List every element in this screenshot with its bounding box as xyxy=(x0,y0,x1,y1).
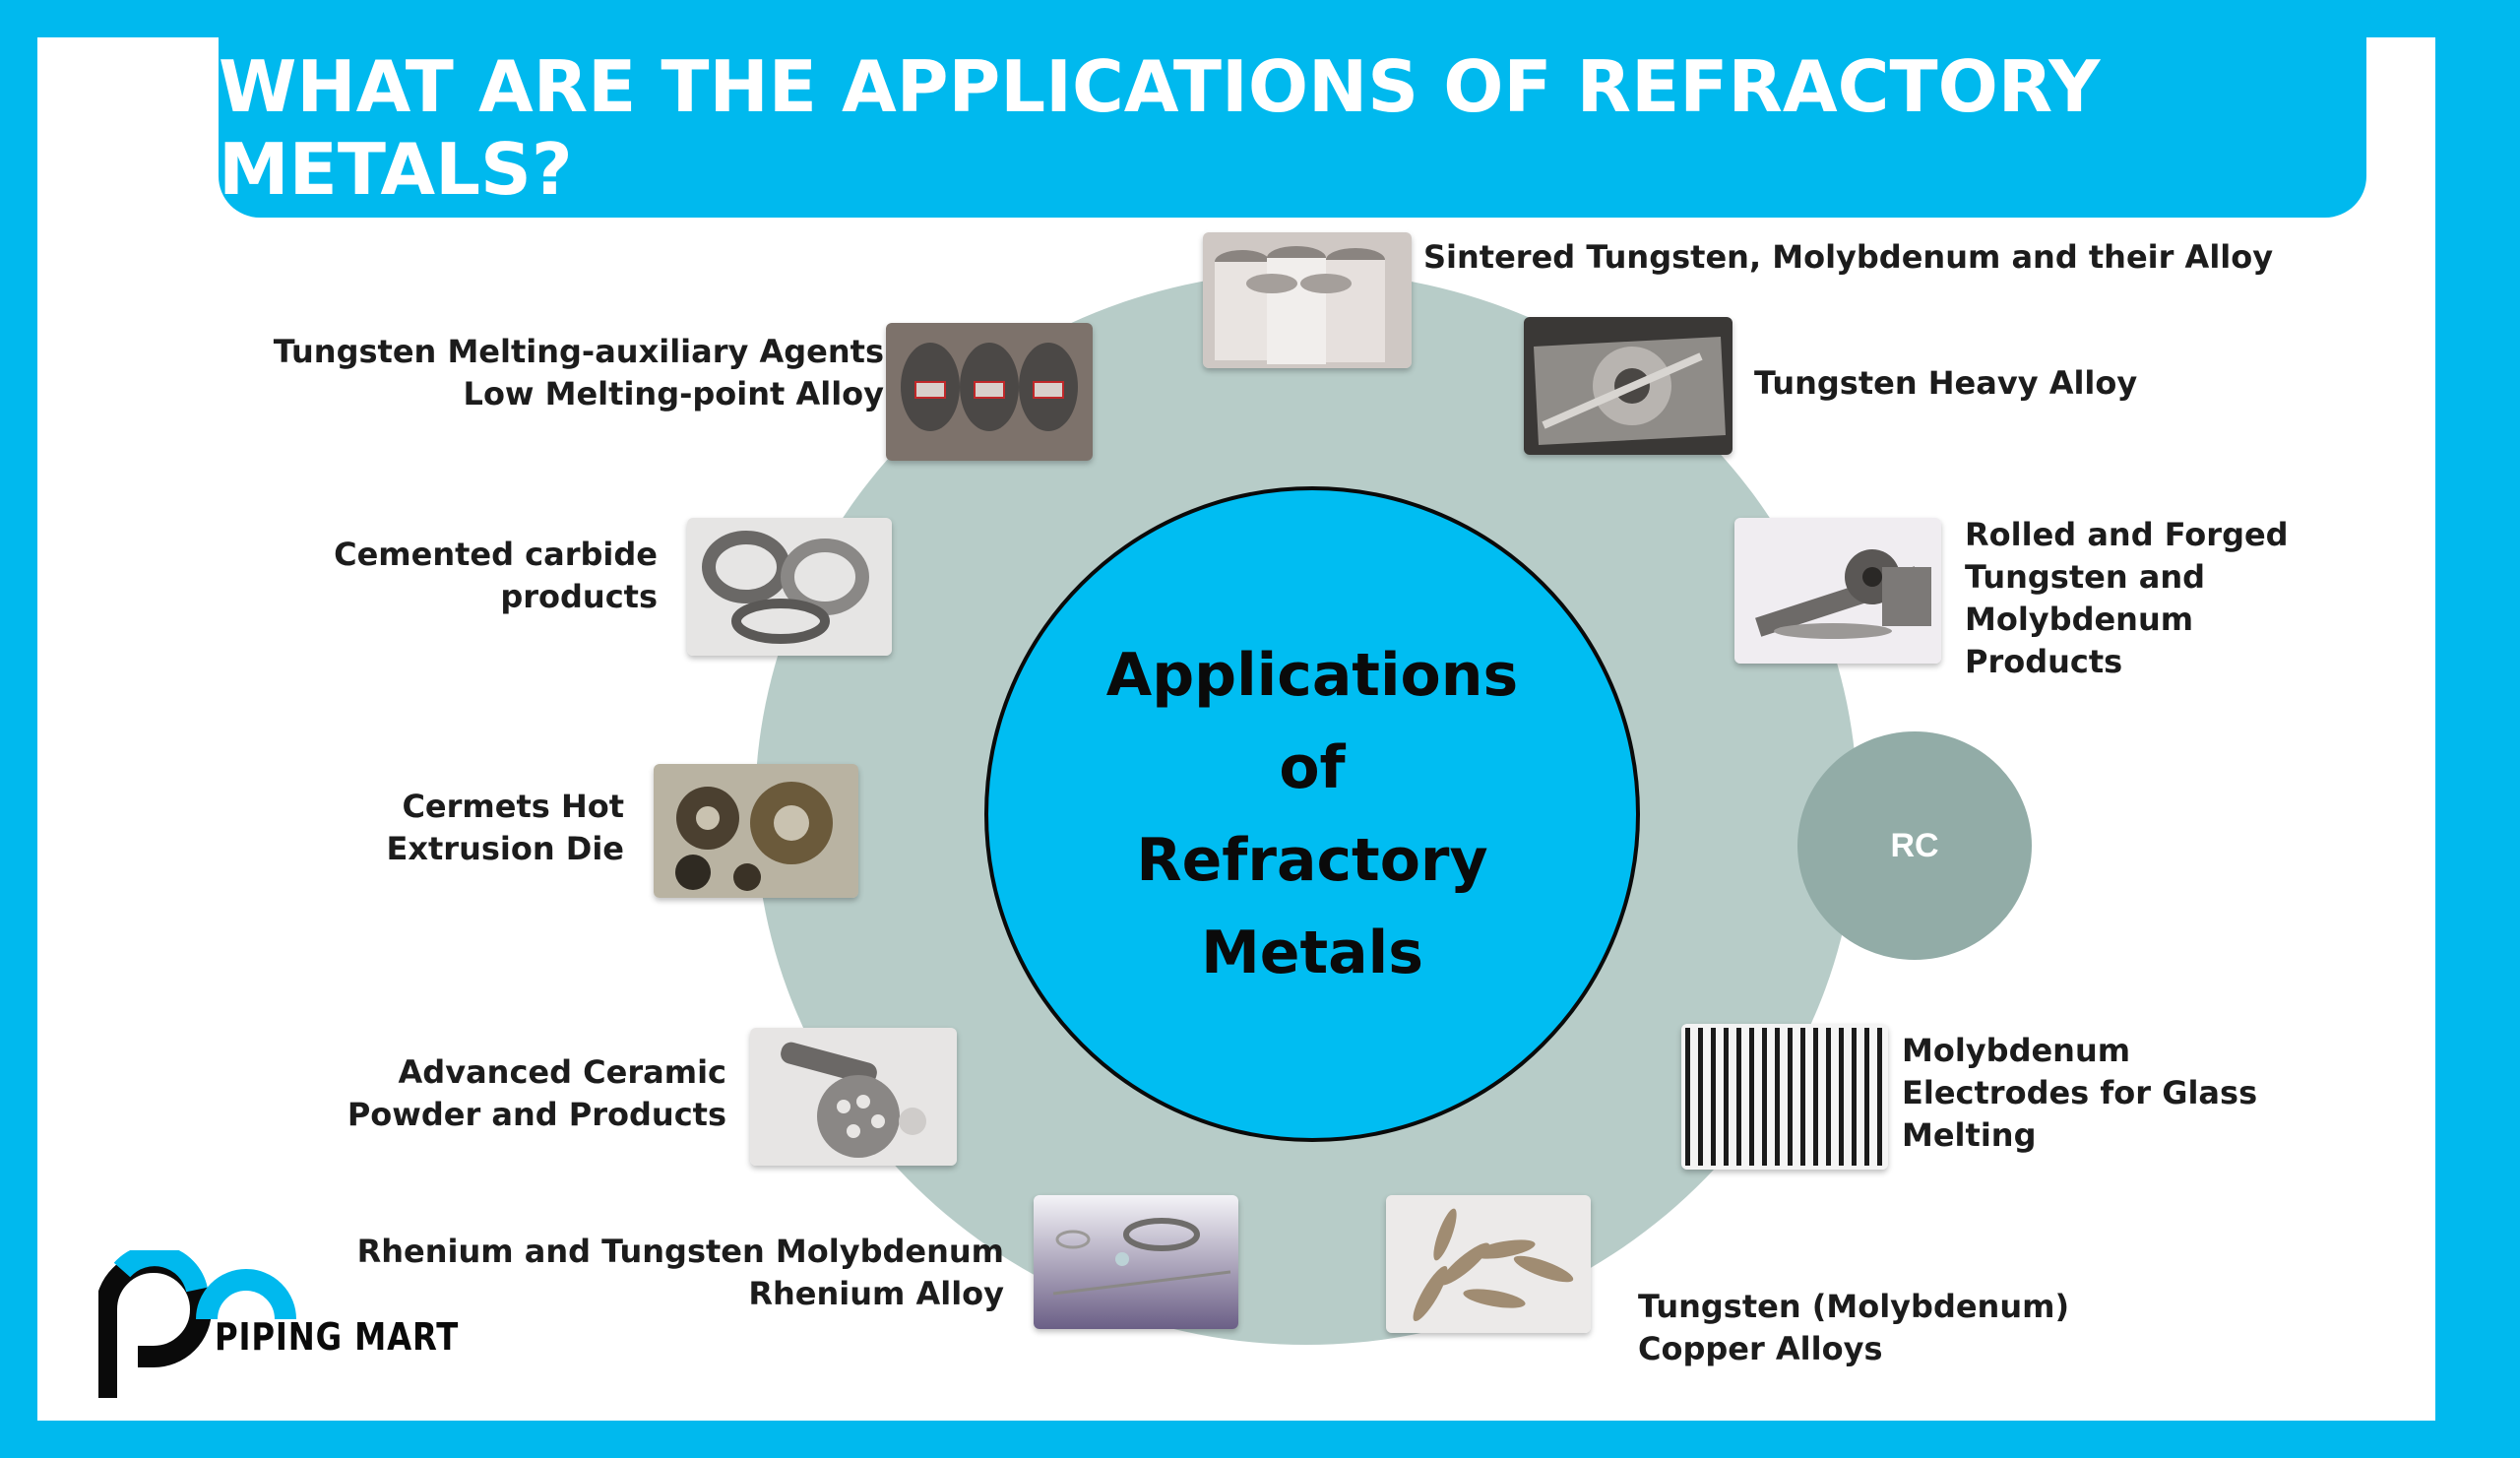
rc-node-circle: RC xyxy=(1797,731,2032,960)
label-cermets: Cermets Hot Extrusion Die xyxy=(386,788,624,867)
page-title: WHAT ARE THE APPLICATIONS OF REFRACTORY … xyxy=(219,44,2101,211)
melting-agents-image xyxy=(886,323,1093,461)
ceramic-powder-image xyxy=(750,1028,957,1166)
label-electrodes: Molybdenum Electrodes for Glass Melting xyxy=(1902,1032,2258,1154)
extrusion-die-image xyxy=(654,764,858,898)
electrodes-image xyxy=(1681,1024,1888,1170)
rolled-forged-image xyxy=(1734,518,1941,664)
center-hub-circle: Applications of Refractory Metals xyxy=(984,486,1640,1142)
rhenium-alloy-image xyxy=(1034,1195,1238,1329)
rc-node-label: RC xyxy=(1890,826,1939,864)
copper-alloys-image xyxy=(1386,1195,1591,1333)
label-ceramic: Advanced Ceramic Powder and Products xyxy=(346,1053,726,1133)
label-rolled-forged: Rolled and Forged Tungsten and Molybdenu… xyxy=(1965,516,2289,680)
label-copper-alloys: Tungsten (Molybdenum) Copper Alloys xyxy=(1638,1288,2070,1367)
label-heavy-alloy: Tungsten Heavy Alloy xyxy=(1754,364,2138,402)
label-cemented-carbide: Cemented carbide products xyxy=(334,536,658,615)
label-rhenium: Rhenium and Tungsten Molybdenum Rhenium … xyxy=(356,1233,1004,1312)
label-sintered: Sintered Tungsten, Molybdenum and their … xyxy=(1423,238,2274,276)
logo-text: PIPING MART xyxy=(215,1315,460,1359)
sintered-tubes-image xyxy=(1203,232,1412,368)
heavy-alloy-image xyxy=(1524,317,1732,455)
carbide-rings-image xyxy=(687,518,892,656)
title-banner: WHAT ARE THE APPLICATIONS OF REFRACTORY … xyxy=(219,37,2366,218)
center-hub-label: Applications of Refractory Metals xyxy=(1105,641,1519,987)
label-melting-agents: Tungsten Melting-auxiliary Agents Low Me… xyxy=(273,333,884,412)
piping-mart-logo-icon xyxy=(98,1250,296,1398)
